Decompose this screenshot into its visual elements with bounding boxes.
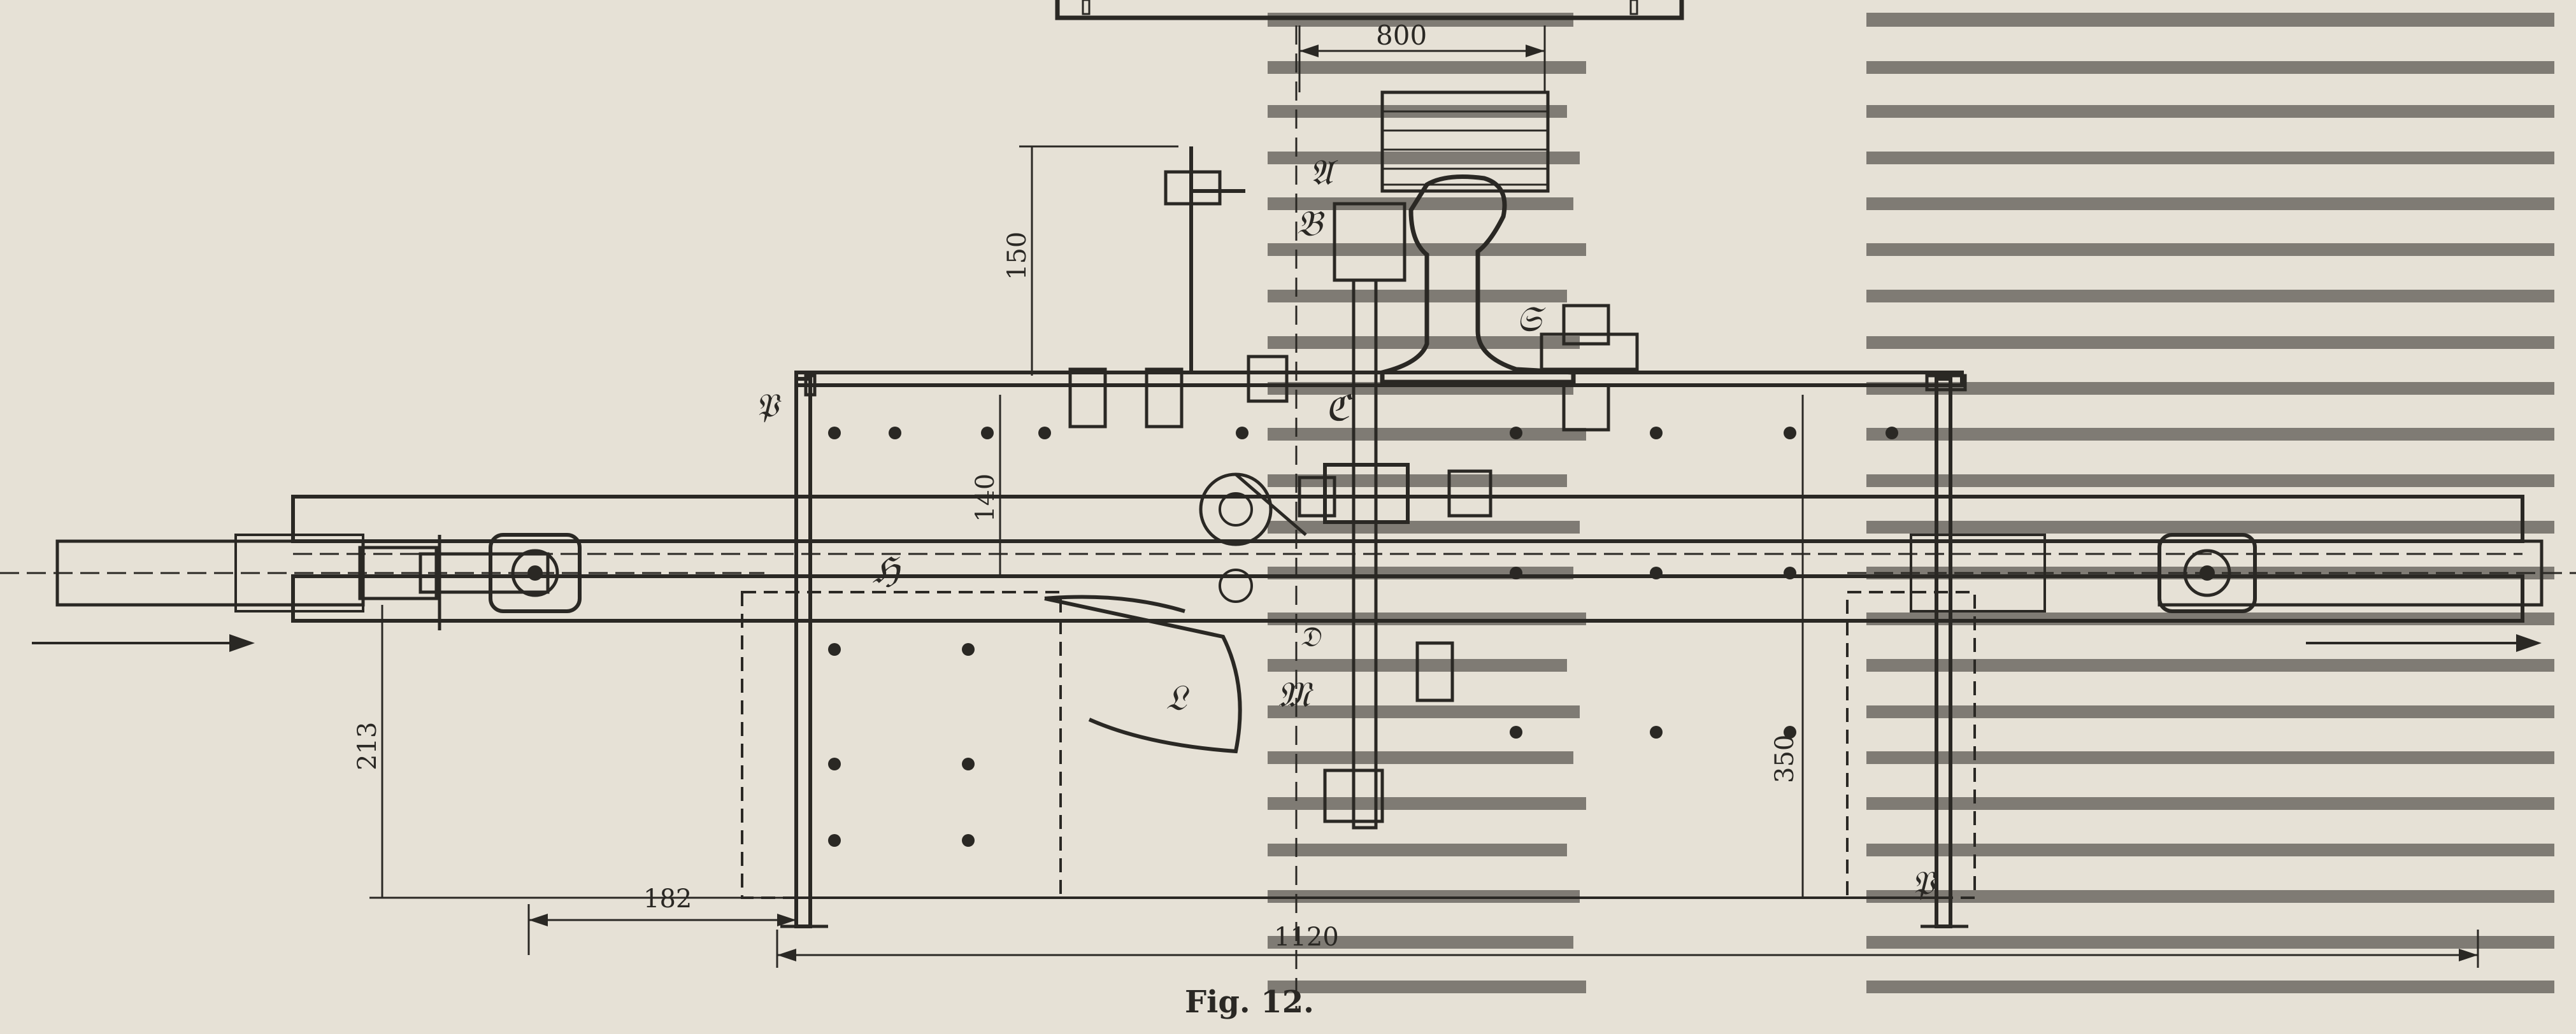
figure-caption: Fig. 12.: [1185, 984, 1314, 1020]
hatched-block: [1380, 90, 1550, 193]
rail-profile: [1380, 174, 1576, 385]
label-b: 𝔅: [1296, 203, 1325, 244]
label-h: ℌ: [873, 550, 901, 591]
left-draw-rod: [0, 534, 764, 613]
dimension-800: 800: [1298, 20, 1546, 92]
left-coupling: [419, 533, 582, 630]
rivets: [828, 427, 1898, 847]
label-p-left: 𝔓: [755, 387, 782, 425]
label-c: ℭ: [1325, 388, 1354, 429]
dimension-1120: 1120: [776, 923, 2479, 968]
dim-label-350: 350: [1770, 735, 1800, 783]
right-post: [1921, 374, 1968, 928]
background-text-right: [1866, 13, 2554, 993]
quadrant-lever: [1044, 472, 1307, 754]
dimension-140: 140: [971, 395, 1001, 576]
label-l: 𝔏: [1166, 677, 1190, 719]
rail-clamp: [1333, 202, 1639, 432]
dim-label-800: 800: [1376, 20, 1427, 51]
motion-arrows: [32, 634, 2542, 652]
label-p-right: 𝔓: [1911, 865, 1938, 903]
dimension-182: 182: [527, 884, 796, 955]
label-s: 𝔖: [1516, 299, 1546, 340]
dimension-350: 350: [1770, 395, 1804, 898]
dim-label-1120: 1120: [1274, 923, 1339, 952]
top-bracket: [1055, 0, 1684, 20]
inner-frame: [741, 591, 1976, 899]
central-rod: [1298, 278, 1492, 830]
label-m: 𝔐: [1277, 674, 1314, 716]
right-coupling: [2157, 533, 2257, 613]
label-d: 𝔇: [1299, 621, 1322, 653]
dimension-150: 150: [1003, 145, 1178, 376]
dim-label-213: 213: [353, 722, 382, 770]
angle-bracket-left: [1068, 146, 1289, 428]
dimension-213: 213: [353, 605, 796, 899]
dim-label-140: 140: [971, 474, 1000, 522]
dim-label-150: 150: [1003, 232, 1032, 280]
base-plate: [794, 371, 1964, 387]
dim-label-182: 182: [643, 884, 692, 914]
left-post: [780, 374, 828, 928]
